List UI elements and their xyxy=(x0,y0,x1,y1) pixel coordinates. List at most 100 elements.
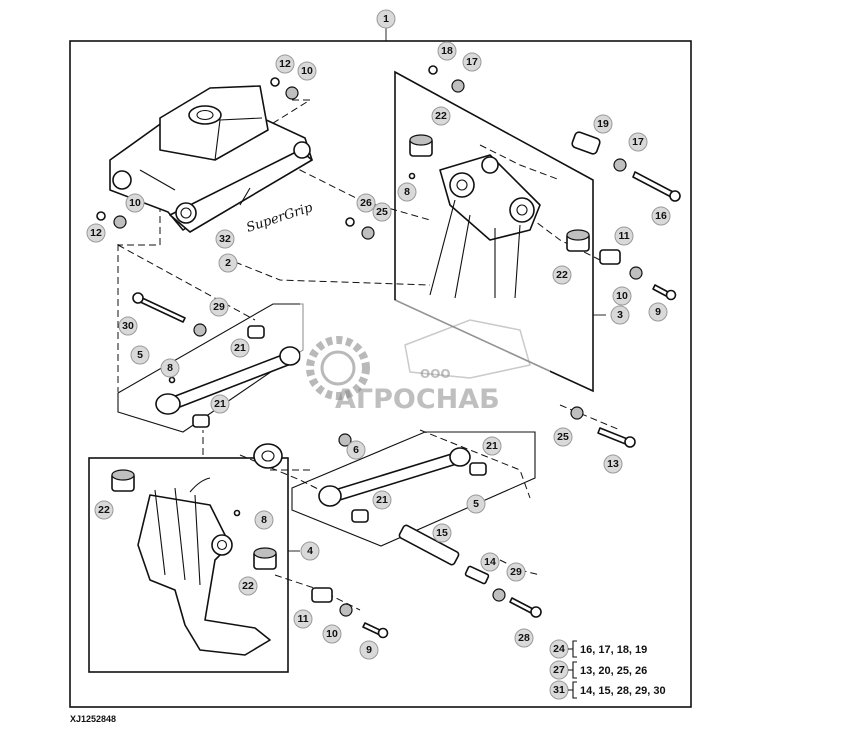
svg-text:22: 22 xyxy=(98,504,110,516)
tine-assembly xyxy=(137,477,271,656)
svg-text:29: 29 xyxy=(510,566,522,578)
svg-text:21: 21 xyxy=(376,494,388,506)
callout-c19: 19 xyxy=(593,114,613,134)
supergrip-logo: SuperGrip xyxy=(245,200,316,236)
callout-c2: 2 xyxy=(218,253,238,273)
svg-text:14: 14 xyxy=(484,556,496,568)
svg-text:3: 3 xyxy=(617,309,623,321)
bushings-19-11 xyxy=(311,131,621,603)
svg-text:5: 5 xyxy=(137,349,143,361)
callout-c5b: 5 xyxy=(466,494,486,514)
callout-c28: 28 xyxy=(514,628,534,648)
callout-c21a: 21 xyxy=(230,338,250,358)
legend-row-27: 27 13, 20, 25, 26 xyxy=(549,660,647,680)
svg-text:15: 15 xyxy=(436,527,448,539)
callout-c10a: 10 xyxy=(297,61,317,81)
bracket-frame-3 xyxy=(394,70,594,393)
watermark: ООО АГРОСНАБ xyxy=(300,300,550,425)
svg-text:26: 26 xyxy=(360,197,372,209)
svg-text:8: 8 xyxy=(404,186,410,198)
svg-text:13: 13 xyxy=(607,458,619,470)
callout-c22d: 22 xyxy=(238,576,258,596)
bushings-22 xyxy=(111,134,590,570)
svg-text:10: 10 xyxy=(616,290,628,302)
callout-c15: 15 xyxy=(432,523,452,543)
callout-c11b: 11 xyxy=(293,609,313,629)
svg-text:21: 21 xyxy=(234,342,246,354)
bracket-3 xyxy=(429,154,541,299)
callout-c4: 4 xyxy=(300,541,320,561)
svg-text:22: 22 xyxy=(242,580,254,592)
main-beam-2: SuperGrip xyxy=(109,85,316,236)
svg-text:10: 10 xyxy=(326,628,338,640)
callout-c25a: 25 xyxy=(372,202,392,222)
callout-c8b: 8 xyxy=(160,358,180,378)
callout-c10b: 10 xyxy=(125,193,145,213)
svg-text:14, 15, 28, 29, 30: 14, 15, 28, 29, 30 xyxy=(580,685,666,697)
svg-text:22: 22 xyxy=(556,269,568,281)
svg-text:11: 11 xyxy=(297,613,308,625)
legend-row-31: 31 14, 15, 28, 29, 30 xyxy=(549,680,666,700)
callout-c17b: 17 xyxy=(628,132,648,152)
callout-c22a: 22 xyxy=(431,106,451,126)
callout-c14: 14 xyxy=(480,552,500,572)
svg-text:6: 6 xyxy=(353,444,359,456)
tine-box-4 xyxy=(88,457,289,673)
svg-text:17: 17 xyxy=(632,136,644,148)
callout-c26: 26 xyxy=(356,193,376,213)
callout-c11a: 11 xyxy=(614,226,634,246)
svg-text:8: 8 xyxy=(167,362,173,374)
callout-c13: 13 xyxy=(603,454,623,474)
svg-text:16: 16 xyxy=(655,210,667,222)
callout-c17a: 17 xyxy=(462,52,482,72)
svg-text:9: 9 xyxy=(655,306,661,318)
svg-text:31: 31 xyxy=(553,684,565,696)
callout-c8a: 8 xyxy=(397,182,417,202)
callout-c21b: 21 xyxy=(210,394,230,414)
svg-text:8: 8 xyxy=(261,514,267,526)
svg-text:18: 18 xyxy=(441,45,453,57)
figure-code: XJ1252848 xyxy=(70,714,116,724)
svg-text:4: 4 xyxy=(307,545,313,557)
svg-text:16, 17, 18, 19: 16, 17, 18, 19 xyxy=(580,644,647,656)
svg-text:19: 19 xyxy=(597,118,609,130)
svg-text:10: 10 xyxy=(129,197,141,209)
callout-c12a: 12 xyxy=(275,54,295,74)
svg-text:13, 20, 25, 26: 13, 20, 25, 26 xyxy=(580,665,647,677)
svg-text:21: 21 xyxy=(486,440,498,452)
bolts xyxy=(132,171,681,639)
callout-c21c: 21 xyxy=(482,436,502,456)
callout-c8c: 8 xyxy=(254,510,274,530)
callout-c12b: 12 xyxy=(86,223,106,243)
callout-c18: 18 xyxy=(437,41,457,61)
callout-c32: 32 xyxy=(215,229,235,249)
svg-text:29: 29 xyxy=(213,301,225,313)
callout-c29b: 29 xyxy=(506,562,526,582)
legend-row-24: 24 16, 17, 18, 19 xyxy=(549,639,647,659)
watermark-name: АГРОСНАБ xyxy=(335,384,500,415)
svg-text:30: 30 xyxy=(122,320,134,332)
svg-text:12: 12 xyxy=(90,227,102,239)
svg-text:25: 25 xyxy=(376,206,388,218)
callout-c22b: 22 xyxy=(552,265,572,285)
svg-text:25: 25 xyxy=(557,431,569,443)
svg-text:21: 21 xyxy=(214,398,226,410)
svg-text:5: 5 xyxy=(473,498,479,510)
kit-legend: 24 16, 17, 18, 19 27 13, 20, 25, 26 31 1… xyxy=(549,639,666,700)
pins-8 xyxy=(168,172,416,517)
callout-c25b: 25 xyxy=(553,427,573,447)
svg-text:28: 28 xyxy=(518,632,530,644)
svg-text:2: 2 xyxy=(225,257,231,269)
callout-c5a: 5 xyxy=(130,345,150,365)
callout-c16: 16 xyxy=(651,206,671,226)
callout-c9b: 9 xyxy=(359,640,379,660)
svg-text:11: 11 xyxy=(618,230,629,242)
svg-text:24: 24 xyxy=(553,643,565,655)
callout-c1: 1 xyxy=(376,9,396,29)
svg-text:17: 17 xyxy=(466,56,478,68)
link-rods xyxy=(155,325,487,523)
svg-text:12: 12 xyxy=(279,58,291,70)
svg-text:10: 10 xyxy=(301,65,313,77)
assembly-frame xyxy=(69,40,692,708)
